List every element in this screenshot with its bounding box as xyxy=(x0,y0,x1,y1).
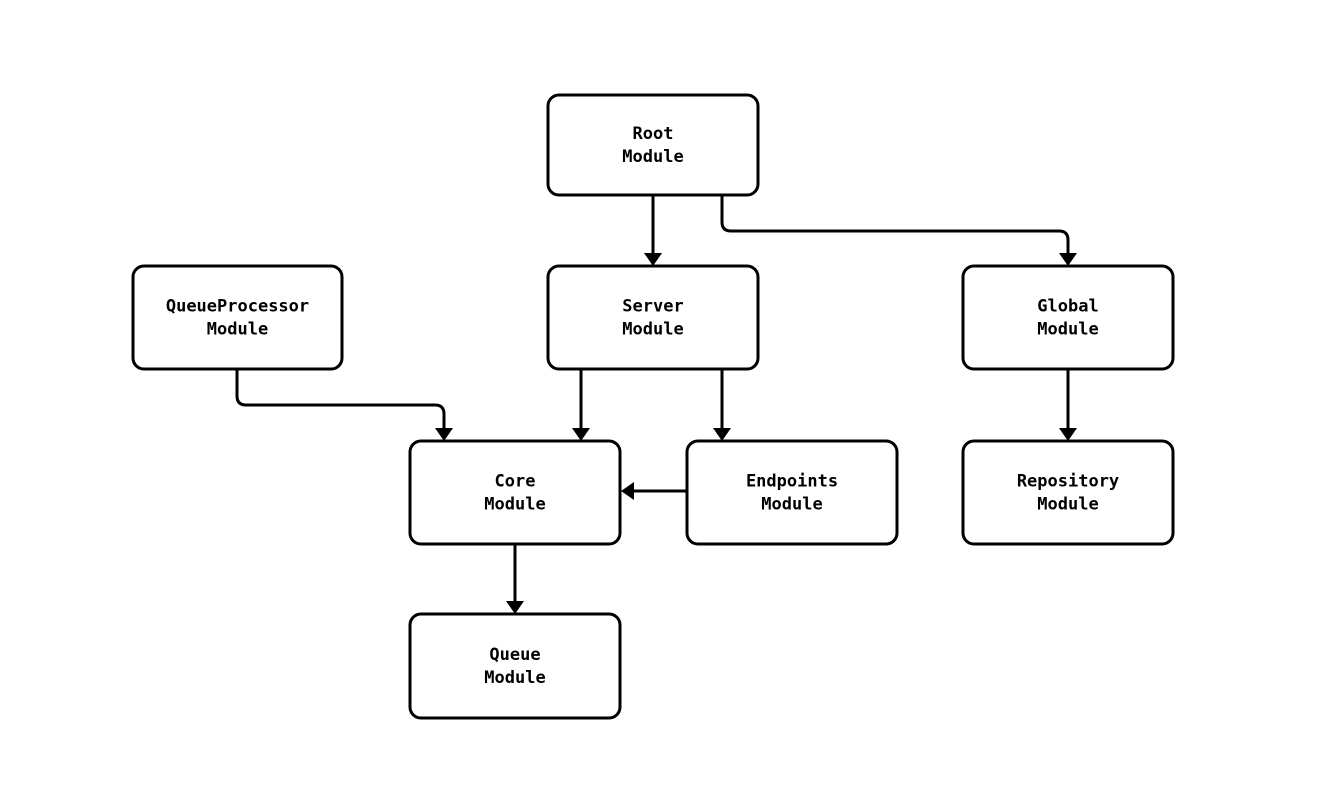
endpoints-module-label-line1: Endpoints xyxy=(746,472,838,492)
core-module-label-line1: Core xyxy=(495,472,536,492)
root-module-label-line2: Module xyxy=(622,147,683,167)
edge-server-to-endpoints-arrowhead-icon xyxy=(713,428,731,441)
edges-layer xyxy=(235,195,1077,614)
edge-core-to-queue xyxy=(506,544,524,614)
core-module-label-line2: Module xyxy=(484,495,545,515)
server-module-label-line1: Server xyxy=(622,297,683,317)
edge-root-to-global-line xyxy=(720,195,1070,255)
queueprocessor-module-label-line2: Module xyxy=(207,320,268,340)
edge-endpoints-to-core xyxy=(621,482,687,500)
edge-queueprocessor-to-core-line xyxy=(235,369,446,430)
global-module-label-line1: Global xyxy=(1037,297,1098,317)
server-module-label-line2: Module xyxy=(622,320,683,340)
endpoints-module-box[interactable] xyxy=(685,439,899,546)
queueprocessor-module-label-line1: QueueProcessor xyxy=(166,297,309,317)
nodes-layer: RootModuleQueueProcessorModuleServerModu… xyxy=(131,93,1175,720)
repository-module-box[interactable] xyxy=(961,439,1175,546)
server-module-box[interactable] xyxy=(546,264,760,371)
edge-queueprocessor-to-core-arrowhead-icon xyxy=(435,428,453,441)
edge-global-to-repository xyxy=(1059,369,1077,441)
edge-server-to-core-arrowhead-icon xyxy=(572,428,590,441)
queueprocessor-module-box[interactable] xyxy=(131,264,344,371)
repository-module-label-line2: Module xyxy=(1037,495,1098,515)
global-module-label-line2: Module xyxy=(1037,320,1098,340)
edge-global-to-repository-arrowhead-icon xyxy=(1059,428,1077,441)
edge-endpoints-to-core-arrowhead-icon xyxy=(621,482,634,500)
endpoints-module-label-line2: Module xyxy=(761,495,822,515)
core-module-box[interactable] xyxy=(408,439,622,546)
root-module-label-line1: Root xyxy=(633,124,674,144)
root-module-box[interactable] xyxy=(546,93,760,197)
queue-module-label-line1: Queue xyxy=(489,645,540,665)
queue-module-box[interactable] xyxy=(408,612,622,720)
edge-server-to-endpoints xyxy=(713,369,731,441)
edge-queueprocessor-to-core xyxy=(235,369,453,441)
edge-root-to-global xyxy=(720,195,1077,266)
edge-root-to-global-arrowhead-icon xyxy=(1059,253,1077,266)
edge-core-to-queue-arrowhead-icon xyxy=(506,601,524,614)
edge-root-to-server-arrowhead-icon xyxy=(644,253,662,266)
queue-module-label-line2: Module xyxy=(484,668,545,688)
repository-module-label-line1: Repository xyxy=(1017,472,1119,492)
global-module-box[interactable] xyxy=(961,264,1175,371)
edge-root-to-server xyxy=(644,195,662,266)
edge-server-to-core xyxy=(572,369,590,441)
